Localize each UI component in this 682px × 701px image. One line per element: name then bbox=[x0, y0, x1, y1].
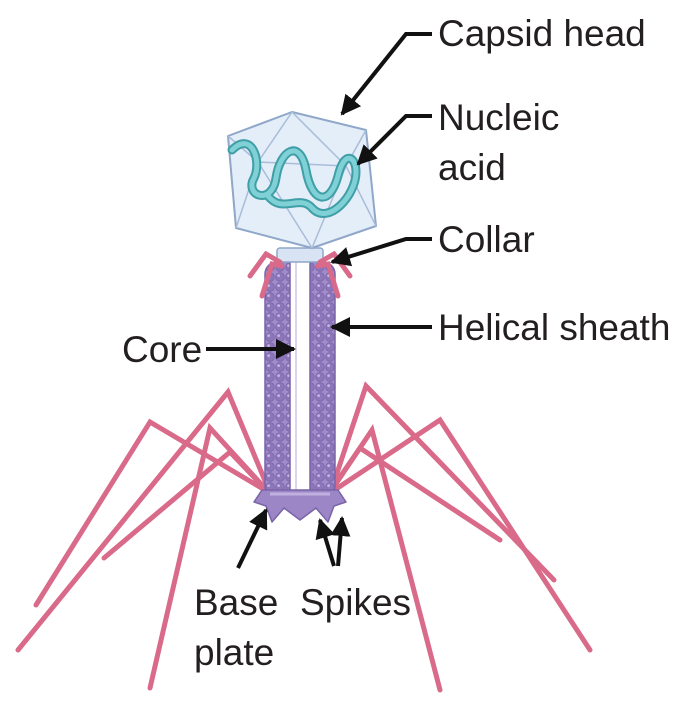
tail-fiber-left-4 bbox=[101, 448, 279, 561]
tail-fiber-right-4 bbox=[321, 444, 503, 543]
label-helical-sheath: Helical sheath bbox=[438, 307, 670, 348]
labels: Capsid head Nucleic acid Collar Helical … bbox=[122, 13, 670, 673]
tail-fibers bbox=[15, 381, 593, 693]
tail-fiber-left-2 bbox=[33, 418, 273, 608]
base-plate bbox=[253, 489, 347, 523]
label-nucleic-acid-line1: Nucleic bbox=[438, 97, 559, 138]
tail-fiber-left-1 bbox=[15, 387, 271, 653]
leader-lines bbox=[206, 32, 432, 569]
label-core: Core bbox=[122, 329, 202, 370]
label-base-plate-line1: Base bbox=[194, 582, 278, 623]
leader-capsid-head bbox=[340, 32, 432, 116]
leader-base-plate bbox=[236, 508, 268, 569]
label-collar: Collar bbox=[438, 219, 535, 260]
label-nucleic-acid-line2: acid bbox=[438, 147, 506, 188]
label-capsid-head: Capsid head bbox=[438, 13, 646, 54]
leader-nucleic-acid bbox=[356, 114, 432, 166]
leader-spikes-1 bbox=[315, 518, 336, 567]
tail-fiber-right-1 bbox=[329, 381, 557, 583]
core-tube bbox=[289, 255, 311, 497]
label-spikes: Spikes bbox=[300, 582, 411, 623]
nucleic-acid bbox=[227, 139, 361, 218]
label-base-plate-line2: plate bbox=[194, 632, 274, 673]
tail-fiber-right-2 bbox=[327, 416, 593, 653]
leader-collar bbox=[330, 237, 432, 267]
leader-spikes-2 bbox=[330, 516, 351, 567]
